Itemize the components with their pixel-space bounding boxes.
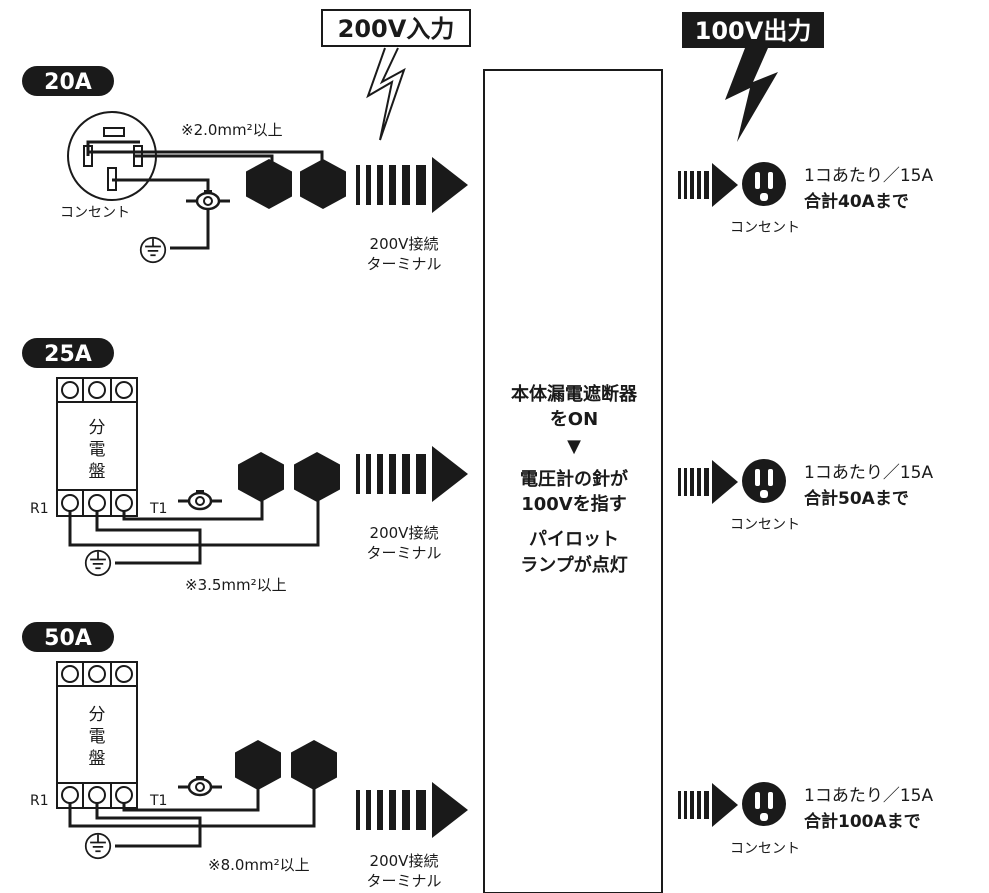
- r1-label: R1: [30, 793, 49, 809]
- terminal-hex-1: [246, 159, 292, 209]
- main-unit-box: [483, 69, 663, 893]
- terminal-hex-1: [238, 452, 284, 502]
- terminal-label-line2: ターミナル: [366, 255, 441, 273]
- breaker-on-line2: をON: [550, 409, 598, 430]
- panel-label-3: 盤: [89, 462, 106, 482]
- amp-badge-25a: [22, 338, 114, 368]
- t1-label: T1: [149, 501, 167, 517]
- panel-label-2: 電: [89, 440, 106, 460]
- terminal-label-line2: ターミナル: [366, 872, 441, 890]
- terminal-label-line2: ターミナル: [366, 544, 441, 562]
- output-arrow-icon: [678, 163, 738, 207]
- output-label-box: 100V出力: [682, 12, 824, 48]
- amp-badge-20a: [22, 66, 114, 96]
- step-arrow: ▼: [567, 436, 581, 457]
- outlet-label: コンセント: [730, 517, 800, 533]
- outlet-label: コンセント: [730, 220, 800, 236]
- breaker-on-line1: 本体漏電遮断器: [511, 383, 638, 405]
- ground-icon: [84, 832, 112, 860]
- wire-spec-50a: ※8.0mm²以上: [208, 856, 310, 874]
- svg-text:20A: 20A: [44, 70, 92, 95]
- lamp-line2: ランプが点灯: [520, 554, 627, 576]
- r1-label: R1: [30, 501, 49, 517]
- terminal-hex-2: [300, 159, 346, 209]
- outlet-icon: [742, 162, 786, 206]
- panel-label-3: 盤: [89, 749, 106, 769]
- amp-badge-50a: [22, 622, 114, 652]
- output-arrow-icon: [678, 460, 738, 504]
- input-arrow-icon: [356, 782, 468, 838]
- t1-label: T1: [149, 793, 167, 809]
- lamp-line1: パイロット: [529, 529, 619, 550]
- terminal-hex-1: [235, 740, 281, 790]
- output-lightning-icon: [725, 48, 778, 142]
- row-25a: 25A 分 電 盤 R1 T1 ※3.5mm: [22, 338, 933, 594]
- terminal-hex-2: [294, 452, 340, 502]
- svg-text:25A: 25A: [44, 342, 92, 367]
- row-20a: 20A コンセント ※2.0mm²以上 200V接続 ターミナル 1コあたり／1…: [22, 66, 933, 273]
- outlet-total: 合計50Aまで: [804, 488, 909, 509]
- ground-icon: [84, 549, 112, 577]
- input-lightning-icon: [366, 47, 406, 141]
- panel-label-1: 分: [89, 418, 106, 438]
- output-arrow-icon: [678, 783, 738, 827]
- row-50a: 50A 分 電 盤 R1 T1 ※8.0mm: [22, 622, 933, 890]
- outlet-icon: [742, 459, 786, 503]
- meter-line1: 電圧計の針が: [520, 468, 628, 490]
- outlet-icon: [742, 782, 786, 826]
- input-arrow-icon: [356, 446, 468, 502]
- wires-20a: [86, 140, 324, 250]
- source-outlet-label: コンセント: [60, 205, 130, 221]
- input-arrow-icon: [356, 157, 468, 213]
- outlet-total: 合計40Aまで: [804, 191, 909, 212]
- terminal-label-line1: 200V接続: [370, 524, 439, 542]
- wire-spec-20a: ※2.0mm²以上: [181, 121, 283, 139]
- ground-clamp-icon: [186, 190, 230, 211]
- ground-clamp-icon: [178, 490, 222, 511]
- terminal-label-line1: 200V接続: [370, 235, 439, 253]
- outlet-label: コンセント: [730, 841, 800, 857]
- svg-text:50A: 50A: [44, 626, 92, 651]
- ground-icon: [139, 236, 167, 264]
- outlet-total: 合計100Aまで: [804, 811, 921, 832]
- meter-line2: 100Vを指す: [521, 493, 627, 515]
- wire-spec-25a: ※3.5mm²以上: [185, 576, 287, 594]
- distribution-panel-icon: [56, 377, 138, 517]
- outlet-per-unit: 1コあたり／15A: [804, 463, 933, 483]
- outlet-per-unit: 1コあたり／15A: [804, 166, 933, 186]
- panel-label-2: 電: [89, 727, 106, 747]
- terminal-label-line1: 200V接続: [370, 852, 439, 870]
- input-label-box: 200V入力: [321, 9, 471, 47]
- output-label: 100V出力: [695, 17, 812, 45]
- input-label: 200V入力: [338, 15, 455, 43]
- terminal-hex-2: [291, 740, 337, 790]
- ground-clamp-icon: [178, 776, 222, 797]
- outlet-per-unit: 1コあたり／15A: [804, 786, 933, 806]
- panel-label-1: 分: [89, 705, 106, 725]
